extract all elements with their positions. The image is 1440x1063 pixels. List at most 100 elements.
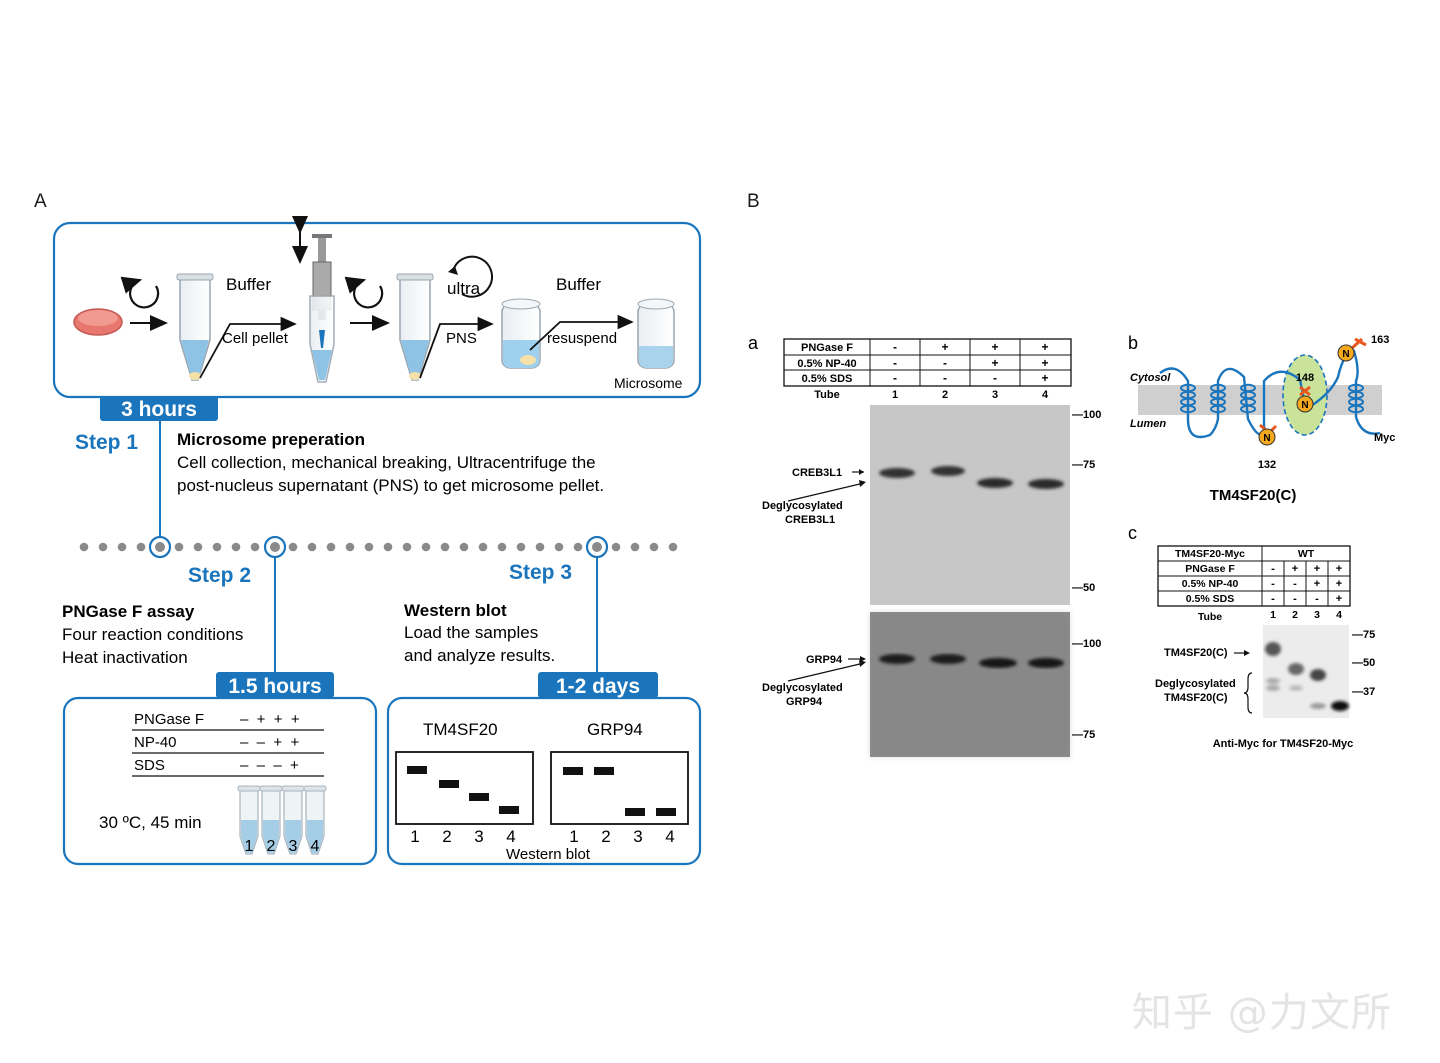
table-a-cell: +: [991, 340, 998, 354]
table-a-cell: +: [1041, 340, 1048, 354]
timeline-dot: [98, 542, 108, 552]
pns-label: PNS: [446, 330, 477, 347]
helix-coil: [1210, 404, 1226, 414]
marker-75-c: —75: [1352, 629, 1375, 641]
step3-label: Step 3: [509, 561, 572, 584]
table-c-cell: +: [1292, 563, 1298, 575]
buffer-label-1: Buffer: [226, 275, 271, 294]
time-tag-3h-text: 3 hours: [121, 398, 197, 421]
tube-2-icon: [396, 273, 434, 381]
resuspend-label: resuspend: [547, 330, 617, 347]
panel-a-sub-letter: a: [748, 333, 759, 353]
pellet-tube-icon: [501, 298, 541, 369]
reaction-tube: 3: [281, 785, 305, 855]
table-c-cell: -: [1271, 563, 1275, 575]
panel-a-diagram: Buffer Cell pellet ultra PNS Buffer resu…: [52, 216, 702, 866]
table-c-cell: -: [1293, 578, 1297, 590]
timeline-node-2: [263, 535, 287, 559]
reaction-tube-number: 3: [289, 838, 298, 855]
cell-pellet-label: Cell pellet: [222, 330, 289, 347]
timeline-dot: [421, 542, 431, 552]
site-163-label: 163: [1371, 334, 1389, 346]
timeline: [79, 542, 678, 552]
timeline-dot: [478, 542, 488, 552]
panel-c-sub-letter: c: [1128, 523, 1137, 543]
reaction-tube: 1: [237, 785, 261, 855]
ultra-label: ultra: [447, 279, 481, 298]
time-tag-1-2d: [538, 672, 658, 698]
table-a-row3-label: 0.5% SDS: [802, 373, 853, 385]
timeline-dot: [497, 542, 507, 552]
step2-row1-label: PNGase F: [134, 711, 204, 728]
blot2-lane-4: 4: [665, 827, 674, 846]
blot-grp94-bands: [879, 654, 1064, 668]
step2-line2: Heat inactivation: [62, 648, 188, 667]
creb3l1-label: CREB3L1: [792, 467, 842, 479]
step3-line1: Load the samples: [404, 623, 538, 642]
timeline-dot: [649, 542, 659, 552]
blot1-frame: [395, 751, 534, 825]
timeline-dot: [136, 542, 146, 552]
marker-50-top: —50: [1072, 582, 1095, 594]
table-c-row1-label: PNGase F: [1185, 563, 1235, 575]
table-c-cell: -: [1271, 593, 1275, 605]
panel-b-sub-letter: b: [1128, 333, 1138, 353]
timeline-dot: [79, 542, 89, 552]
timeline-dot: [345, 542, 355, 552]
time-tag-1-5h-text: 1.5 hours: [228, 675, 321, 698]
arrow-5: [529, 314, 634, 351]
time-tag-3h: [100, 396, 218, 421]
reaction-tube-number: 1: [245, 838, 254, 855]
tube-1-icon: [176, 273, 214, 381]
table-c-cell: +: [1336, 578, 1342, 590]
table-a-row1-label: PNGase F: [801, 342, 853, 354]
timeline-dot: [174, 542, 184, 552]
deglycosylated-creb3l1-arrow: [787, 482, 865, 502]
syringe-icon: [292, 216, 335, 383]
timeline-dot: [307, 542, 317, 552]
cytosol-label: Cytosol: [1130, 372, 1171, 384]
step2-title: PNGase F assay: [62, 602, 195, 621]
deglycosylated-creb3l1-label: Deglycosylated: [762, 500, 843, 512]
table-c-cell: +: [1314, 578, 1320, 590]
site-148-label: 148: [1296, 372, 1314, 384]
marker-100-top: —100: [1072, 409, 1101, 421]
tm4sf20-title: TM4SF20(C): [1210, 487, 1297, 504]
step2-label: Step 2: [188, 564, 251, 587]
arrow-2: [199, 316, 297, 379]
helix-coil: [1180, 404, 1196, 414]
tm4sf20-c-label: TM4SF20(C): [1164, 647, 1228, 659]
table-a-cell: -: [893, 356, 897, 370]
timeline-node-1: [148, 535, 172, 559]
step2-row2-label: NP-40: [134, 734, 177, 751]
step2-row1-signs: – + + +: [240, 711, 300, 728]
table-a-cell: -: [943, 371, 947, 385]
bracket: [1243, 672, 1253, 714]
table-c-tube: 4: [1336, 609, 1342, 621]
timeline-dot: [535, 542, 545, 552]
timeline-node-3: [585, 535, 609, 559]
blot1-lane-1: 1: [410, 827, 419, 846]
blot1-lane-labels: 1 2 3 4: [410, 827, 515, 846]
table-a-cell: +: [941, 340, 948, 354]
blot1-title: TM4SF20: [423, 720, 498, 739]
deglycosylated-tm4sf20-label-2: TM4SF20(C): [1164, 692, 1228, 704]
blot1-lane-2: 2: [442, 827, 451, 846]
blot2-lane-1: 1: [569, 827, 578, 846]
marker-50-c: —50: [1352, 657, 1375, 669]
table-a-cell: -: [943, 356, 947, 370]
microsome-label: Microsome: [614, 375, 683, 391]
myc-label: Myc: [1374, 432, 1395, 444]
ultracentrifuge-icon: ultra: [447, 255, 493, 298]
table-a-cell: -: [893, 371, 897, 385]
blot1-bands: [407, 766, 519, 814]
step2-line1: Four reaction conditions: [62, 625, 243, 644]
timeline-dot: [611, 542, 621, 552]
step1-label: Step 1: [75, 431, 138, 454]
step3-title: Western blot: [404, 601, 507, 620]
n-site-132: N: [1258, 423, 1278, 446]
western-blot-caption: Western blot: [506, 846, 591, 863]
watermark: 知乎 @力文所: [1132, 990, 1392, 1036]
microsome-tube-icon: [637, 298, 675, 369]
table-a-tube: 4: [1042, 389, 1049, 401]
